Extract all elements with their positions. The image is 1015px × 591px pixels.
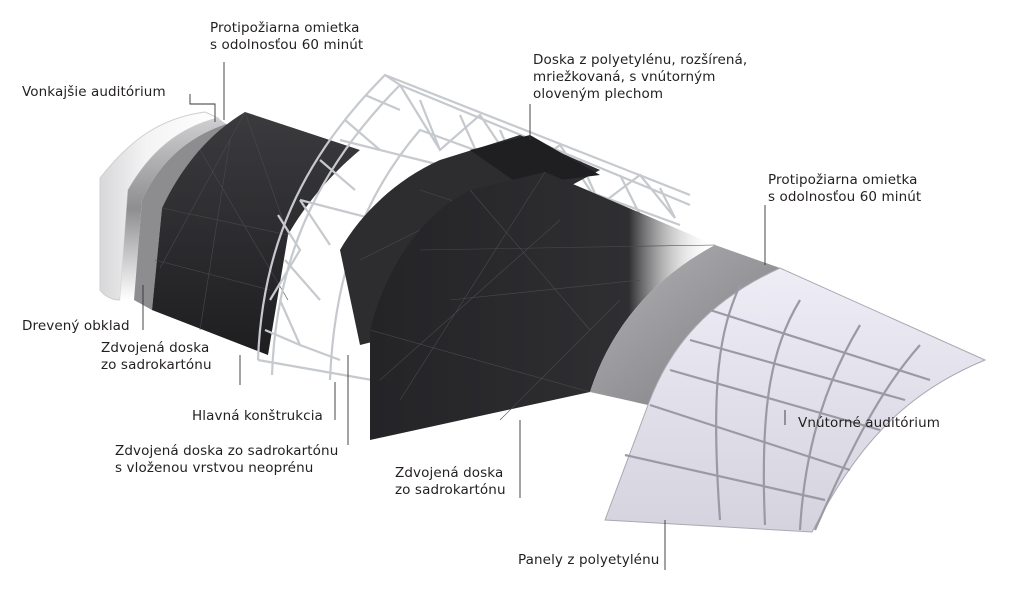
- label-double-plasterboard-left-line1: Zdvojená doska: [101, 340, 210, 356]
- label-double-plasterboard-right-line2: zo sadrokartónu: [395, 482, 506, 498]
- label-inner-fire-plaster-line1: Protipožiarna omietka: [768, 172, 918, 188]
- wood-cladding-strip: [120, 118, 226, 300]
- right-plasterboard-block: [370, 172, 715, 440]
- label-outer-auditorium: Vonkajšie auditórium: [22, 84, 166, 101]
- label-polyethylene-board: Doska z polyetylénu, rozšírená, mriežkov…: [533, 52, 747, 103]
- label-wood-cladding: Drevený obklad: [22, 318, 130, 335]
- label-double-plasterboard-left: Zdvojená doska zo sadrokartónu: [101, 340, 212, 374]
- outer-plaster-band: [134, 124, 240, 310]
- polyethylene-board: [470, 135, 600, 185]
- label-outer-fire-plaster-line2: s odolnosťou 60 minút: [210, 37, 364, 53]
- label-outer-auditorium-line1: Vonkajšie auditórium: [22, 84, 166, 100]
- label-double-plasterboard-left-line2: zo sadrokartónu: [101, 357, 212, 373]
- label-polyethylene-panels-line1: Panely z polyetylénu: [518, 552, 660, 568]
- label-double-plasterboard-right-line1: Zdvojená doska: [395, 465, 504, 481]
- label-inner-auditorium: Vnútorné auditórium: [798, 415, 940, 432]
- label-main-structure-line1: Hlavná konštrukcia: [192, 408, 323, 424]
- label-outer-fire-plaster-line1: Protipožiarna omietka: [210, 20, 360, 36]
- label-inner-fire-plaster: Protipožiarna omietka s odolnosťou 60 mi…: [768, 172, 921, 206]
- label-main-structure: Hlavná konštrukcia: [192, 408, 323, 425]
- label-double-plasterboard-neoprene: Zdvojená doska zo sadrokartónu s vloženo…: [115, 443, 338, 477]
- label-polyethylene-board-line3: oloveným plechom: [533, 86, 664, 102]
- label-inner-fire-plaster-line2: s odolnosťou 60 minút: [768, 189, 922, 205]
- leader-lines: [142, 62, 786, 570]
- panel-grid-lines: [624, 284, 931, 531]
- inner-plaster-band: [590, 245, 780, 405]
- label-polyethylene-board-line1: Doska z polyetylénu, rozšírená,: [533, 52, 748, 68]
- label-double-plasterboard-neoprene-line1: Zdvojená doska zo sadrokartónu: [115, 443, 339, 459]
- label-wood-cladding-line1: Drevený obklad: [22, 318, 130, 334]
- inner-panel-surface: [604, 267, 987, 533]
- label-double-plasterboard-neoprene-line2: s vloženou vrstvou neoprénu: [115, 460, 314, 476]
- label-outer-fire-plaster: Protipožiarna omietka s odolnosťou 60 mi…: [210, 20, 363, 54]
- label-inner-auditorium-line1: Vnútorné auditórium: [798, 415, 940, 431]
- label-polyethylene-panels: Panely z polyetylénu: [518, 552, 659, 569]
- label-polyethylene-board-line2: mriežkovaná, s vnútorným: [533, 69, 716, 85]
- label-double-plasterboard-right: Zdvojená doska zo sadrokartónu: [395, 465, 506, 499]
